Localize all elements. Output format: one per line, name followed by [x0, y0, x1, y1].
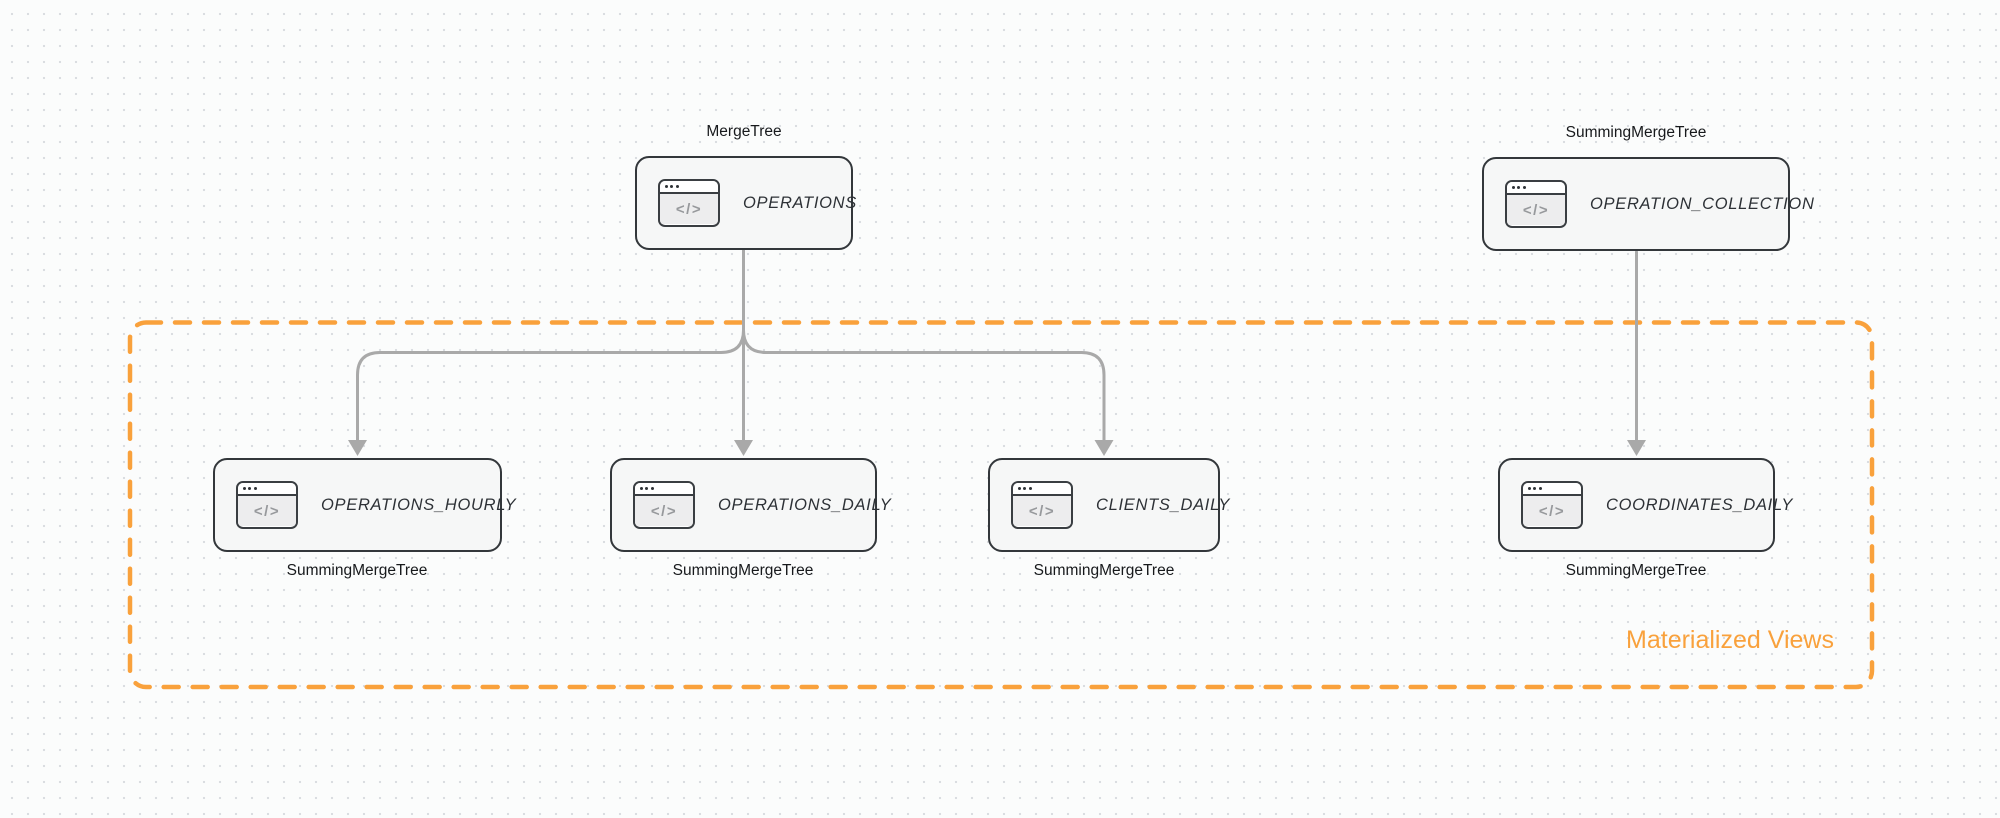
code-glyph: </>	[1028, 502, 1056, 520]
node-title: OPERATIONS_DAILY	[718, 495, 892, 514]
code-window-icon: </>	[1505, 180, 1567, 228]
node-clients-daily[interactable]: </> CLIENTS_DAILY	[988, 458, 1229, 552]
materialized-views-group-label: Materialized Views	[1626, 626, 1834, 654]
arrowhead-clients-daily	[1094, 440, 1114, 456]
code-glyph: </>	[1538, 502, 1566, 520]
code-glyph: </>	[650, 502, 678, 520]
code-window-icon: </>	[658, 179, 720, 227]
engine-label-coordinates-daily: SummingMergeTree	[1565, 562, 1707, 579]
code-window-icon: </>	[633, 481, 695, 529]
node-operations-hourly[interactable]: </> OPERATIONS_HOURLY	[213, 458, 516, 552]
code-window-icon: </>	[1521, 481, 1583, 529]
code-window-icon: </>	[1011, 481, 1073, 529]
code-glyph: </>	[253, 502, 281, 520]
materialized-views-group-outline	[127, 320, 1875, 690]
engine-label-operations-hourly: SummingMergeTree	[286, 562, 428, 579]
edge-operations-to-operations-hourly	[356, 328, 745, 442]
node-title: OPERATION_COLLECTION	[1590, 194, 1815, 213]
edge-operations-to-clients-daily	[742, 328, 1106, 442]
arrowhead-coordinates-daily	[1627, 440, 1646, 456]
arrowhead-operations-hourly	[348, 440, 367, 456]
node-coordinates-daily[interactable]: </> COORDINATES_DAILY	[1498, 458, 1792, 552]
node-title: OPERATIONS_HOURLY	[321, 495, 517, 514]
engine-label-operation-collection: SummingMergeTree	[1565, 124, 1707, 141]
code-glyph: </>	[675, 200, 703, 218]
engine-label-operations-daily: SummingMergeTree	[672, 562, 814, 579]
engine-label-operations: MergeTree	[706, 123, 782, 140]
arrowhead-operations-daily	[734, 440, 753, 456]
engine-label-clients-daily: SummingMergeTree	[1033, 562, 1175, 579]
node-operations[interactable]: </> OPERATIONS	[635, 156, 856, 250]
code-glyph: </>	[1522, 201, 1550, 219]
node-title: OPERATIONS	[743, 193, 857, 212]
code-window-icon: </>	[236, 481, 298, 529]
node-title: COORDINATES_DAILY	[1606, 495, 1794, 514]
node-title: CLIENTS_DAILY	[1096, 495, 1231, 514]
node-operation-collection[interactable]: </> OPERATION_COLLECTION	[1482, 157, 1814, 251]
node-operations-daily[interactable]: </> OPERATIONS_DAILY	[610, 458, 891, 552]
